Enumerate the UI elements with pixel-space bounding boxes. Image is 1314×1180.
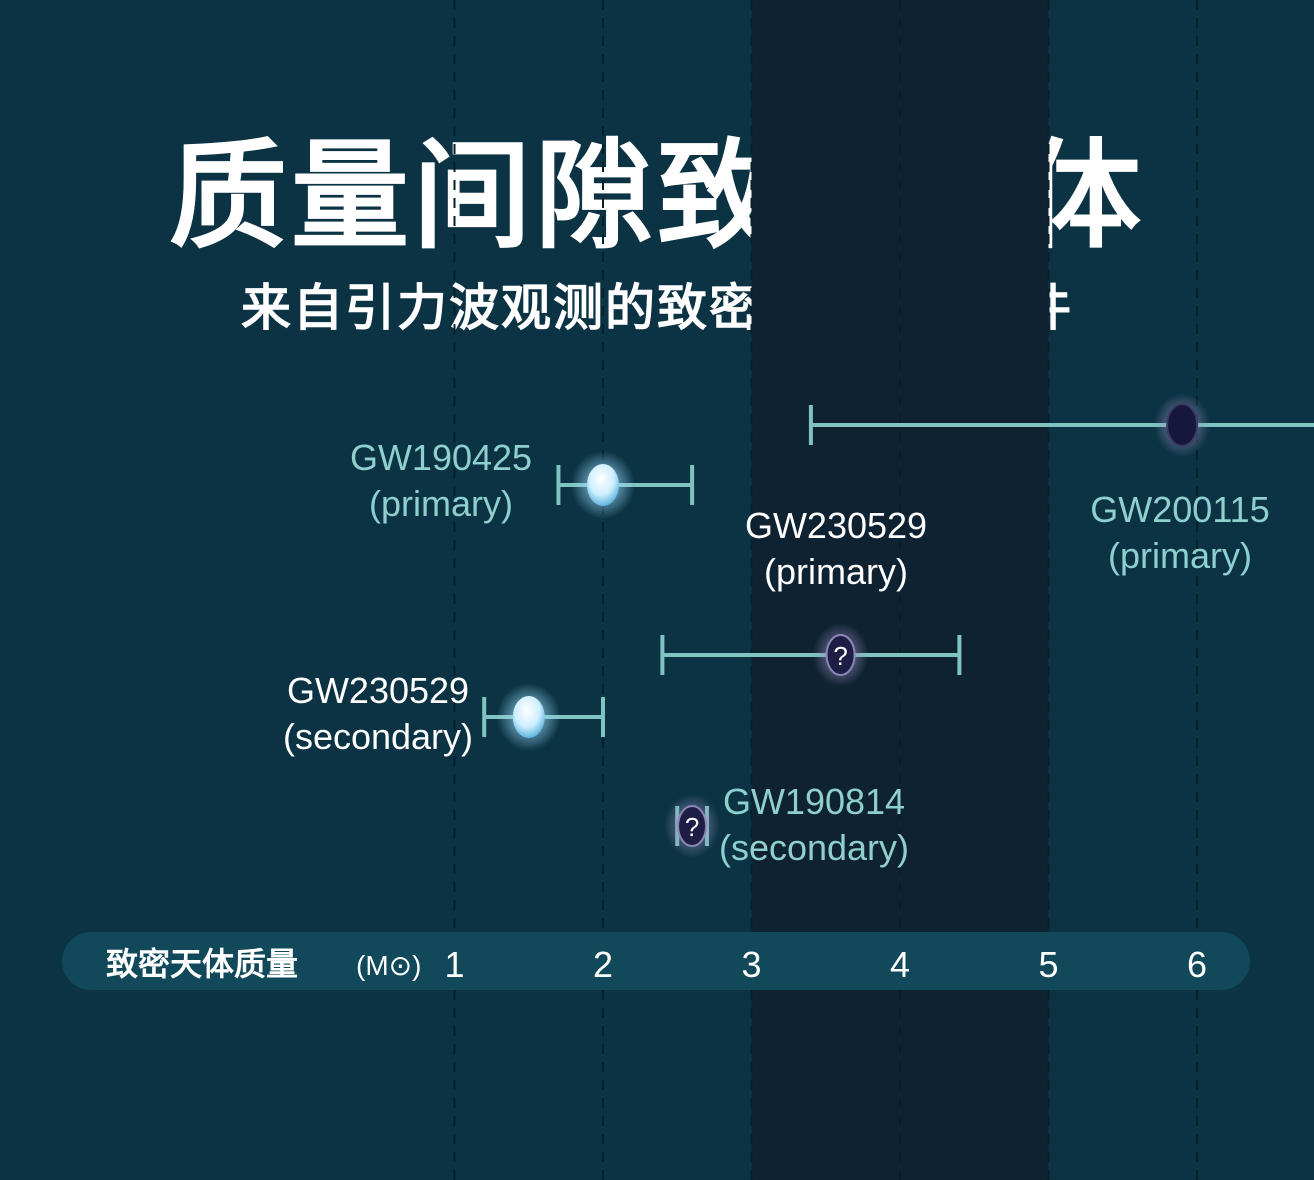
point-label-name: GW230529 xyxy=(287,670,469,711)
unknown-object-point xyxy=(677,805,708,847)
point-label-role: (primary) xyxy=(764,551,908,592)
point-label-role: (secondary) xyxy=(719,827,909,868)
x-tick-label: 5 xyxy=(1038,944,1058,985)
x-tick-label: 3 xyxy=(741,944,761,985)
black-hole-point xyxy=(1166,403,1199,447)
x-axis-label: 致密天体质量 xyxy=(106,945,298,983)
point-label-name: GW190814 xyxy=(723,781,905,822)
x-axis-unit: (M⊙) xyxy=(356,950,421,981)
question-mark-icon: ? xyxy=(685,812,699,842)
point-label-name: GW230529 xyxy=(745,505,927,546)
point-label-role: (secondary) xyxy=(283,716,473,757)
x-tick-label: 2 xyxy=(593,944,613,985)
point-label-name: GW200115 xyxy=(1090,489,1269,530)
neutron-star-point xyxy=(587,464,619,506)
point-label-name: GW190425 xyxy=(350,437,532,478)
point-label-role: (primary) xyxy=(1108,535,1252,576)
neutron-star-point xyxy=(512,696,545,738)
x-tick-label: 4 xyxy=(890,944,910,985)
x-axis-bar xyxy=(62,932,1250,990)
question-mark-icon: ? xyxy=(833,641,847,671)
x-tick-label: 1 xyxy=(444,944,464,985)
point-label-role: (primary) xyxy=(369,483,513,524)
unknown-object-point xyxy=(825,634,856,676)
x-tick-label: 6 xyxy=(1187,944,1207,985)
